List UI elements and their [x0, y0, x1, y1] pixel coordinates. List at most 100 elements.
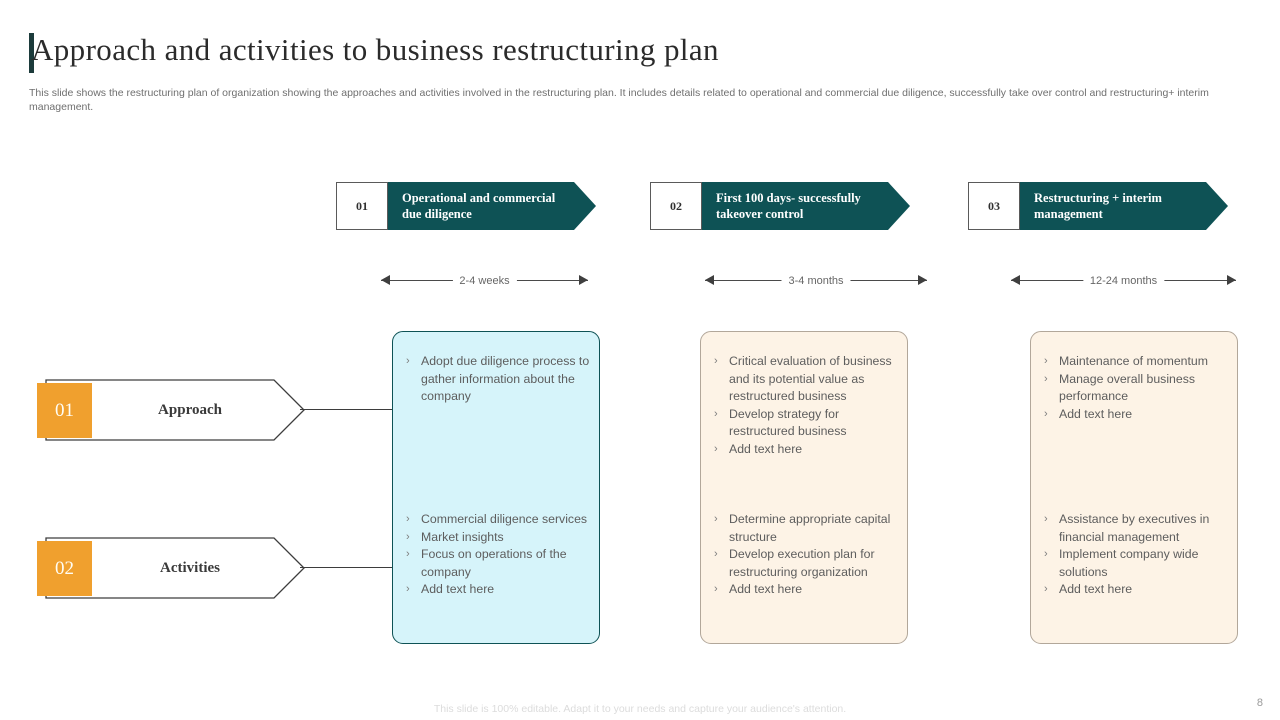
row-label-approach[interactable]: 01 Approach: [37, 379, 305, 441]
phase-header-3[interactable]: 03 Restructuring + interim management: [968, 182, 1228, 230]
phase-label: Restructuring + interim management: [1034, 191, 1162, 221]
approach-group: › Adopt due diligence process to gather i…: [402, 353, 592, 406]
approach-bullet-list: › Adopt due diligence process to gather i…: [402, 353, 592, 406]
chevron-right-icon: ›: [714, 407, 718, 420]
bullet-item: › Assistance by executives in financial m…: [1040, 511, 1230, 546]
chevron-right-icon: ›: [406, 513, 410, 525]
bullet-text: Critical evaluation of business and its …: [729, 354, 892, 404]
chevron-right-icon: ›: [714, 355, 718, 367]
chevron-right-icon: ›: [406, 355, 410, 367]
bullet-text: Add text here: [729, 441, 803, 456]
title-accent-bar: [29, 33, 34, 73]
chevron-right-icon: ›: [1044, 583, 1048, 596]
bullet-text: Develop execution plan for restructuring…: [729, 547, 875, 579]
bullet-item: › Maintenance of momentum: [1040, 353, 1230, 371]
arrow-left-icon: [1011, 275, 1020, 285]
phase-label: First 100 days- successfully takeover co…: [716, 191, 861, 221]
bullet-item: › Add text here: [710, 581, 900, 599]
bullet-item: › Commercial diligence services: [402, 511, 592, 529]
arrow-right-icon: [1227, 275, 1236, 285]
activities-group: › Assistance by executives in financial m…: [1040, 511, 1230, 599]
bullet-text: Determine appropriate capital structure: [729, 512, 891, 544]
content-column-1: › Adopt due diligence process to gather i…: [392, 331, 600, 644]
bullet-text: Manage overall business performance: [1059, 371, 1196, 404]
connector-line-activities: [300, 567, 405, 568]
row-label-text: Approach: [158, 401, 222, 418]
phase-number-badge: 01: [336, 182, 388, 230]
approach-bullet-list: › Critical evaluation of business and its…: [710, 353, 900, 459]
chevron-right-icon: ›: [714, 513, 718, 525]
bullet-text: Add text here: [1059, 582, 1133, 597]
duration-label: 2-4 weeks: [452, 272, 517, 290]
arrow-right-icon: [579, 275, 588, 285]
activities-bullet-list: › Assistance by executives in financial m…: [1040, 511, 1230, 599]
duration-arrow-3: 12-24 months: [1011, 272, 1236, 290]
bullet-item: › Market insights: [402, 529, 592, 547]
row-label-text: Activities: [160, 559, 220, 576]
phase-label: Operational and commercial due diligence: [402, 191, 556, 221]
bullet-item: › Focus on operations of the company: [402, 546, 592, 581]
chevron-right-icon: ›: [406, 583, 410, 596]
bullet-item: › Critical evaluation of business and its…: [710, 353, 900, 406]
page-title: Approach and activities to business rest…: [31, 32, 719, 67]
activities-bullet-list: › Determine appropriate capital structure…: [710, 511, 900, 599]
bullet-item: › Develop execution plan for restructurin…: [710, 546, 900, 581]
approach-group: › Maintenance of momentum › Manage overall …: [1040, 353, 1230, 423]
phase-header-2[interactable]: 02 First 100 days- successfully takeover…: [650, 182, 910, 230]
arrow-left-icon: [381, 275, 390, 285]
approach-bullet-list: › Maintenance of momentum › Manage overall …: [1040, 353, 1230, 423]
bullet-item: › Determine appropriate capital structure: [710, 511, 900, 546]
bullet-item: › Add text here: [402, 581, 592, 599]
bullet-text: Implement company wide solutions: [1059, 547, 1199, 579]
bullet-text: Maintenance of momentum: [1059, 354, 1209, 368]
chevron-right-icon: ›: [406, 548, 410, 561]
duration-label: 12-24 months: [1082, 272, 1165, 290]
footer-note: This slide is 100% editable. Adapt it to…: [433, 703, 847, 715]
page-number: 8: [1256, 697, 1263, 709]
bullet-text: Add text here: [421, 582, 495, 597]
duration-label: 3-4 months: [781, 272, 851, 290]
bullet-item: › Add text here: [710, 441, 900, 459]
bullet-item: › Develop strategy for restructured busin…: [710, 406, 900, 441]
bullet-text: Market insights: [421, 529, 504, 544]
bullet-text: Assistance by executives in financial ma…: [1059, 512, 1210, 544]
phase-arrow-shape: [388, 182, 596, 230]
chevron-right-icon: ›: [1044, 372, 1048, 385]
duration-arrow-2: 3-4 months: [705, 272, 927, 290]
page-subtitle: This slide shows the restructuring plan …: [29, 87, 1209, 113]
content-column-2: › Critical evaluation of business and its…: [700, 331, 908, 644]
bullet-text: Add text here: [729, 582, 803, 597]
chevron-right-icon: ›: [1044, 355, 1048, 367]
connector-line-approach: [300, 409, 405, 410]
chevron-right-icon: ›: [714, 583, 718, 596]
arrow-left-icon: [705, 275, 714, 285]
bullet-text: Adopt due diligence process to gather in…: [421, 354, 590, 404]
chevron-right-icon: ›: [714, 442, 718, 455]
phase-arrow-shape: [1020, 182, 1228, 230]
row-number-badge: 02: [37, 541, 92, 596]
bullet-item: › Manage overall business performance: [1040, 371, 1230, 406]
row-label-activities[interactable]: 02 Activities: [37, 537, 305, 599]
approach-group: › Critical evaluation of business and its…: [710, 353, 900, 459]
bullet-text: Focus on operations of the company: [421, 547, 567, 579]
chevron-right-icon: ›: [1044, 548, 1048, 561]
activities-group: › Determine appropriate capital structure…: [710, 511, 900, 599]
activities-group: › Commercial diligence services › Market in…: [402, 511, 592, 599]
bullet-text: Develop strategy for restructured busine…: [729, 406, 847, 439]
chevron-right-icon: ›: [406, 530, 410, 543]
bullet-text: Add text here: [1059, 406, 1133, 421]
activities-bullet-list: › Commercial diligence services › Market in…: [402, 511, 592, 599]
row-number-badge: 01: [37, 383, 92, 438]
chevron-right-icon: ›: [714, 548, 718, 561]
chevron-right-icon: ›: [1044, 513, 1048, 525]
duration-arrow-1: 2-4 weeks: [381, 272, 588, 290]
arrow-right-icon: [918, 275, 927, 285]
phase-number-badge: 02: [650, 182, 702, 230]
chevron-right-icon: ›: [1044, 407, 1048, 420]
phase-arrow-shape: [702, 182, 910, 230]
bullet-item: › Add text here: [1040, 581, 1230, 599]
bullet-item: › Implement company wide solutions: [1040, 546, 1230, 581]
bullet-text: Commercial diligence services: [421, 512, 588, 526]
phase-header-1[interactable]: 01 Operational and commercial due dilige…: [336, 182, 596, 230]
content-column-3: › Maintenance of momentum › Manage overall …: [1030, 331, 1238, 644]
